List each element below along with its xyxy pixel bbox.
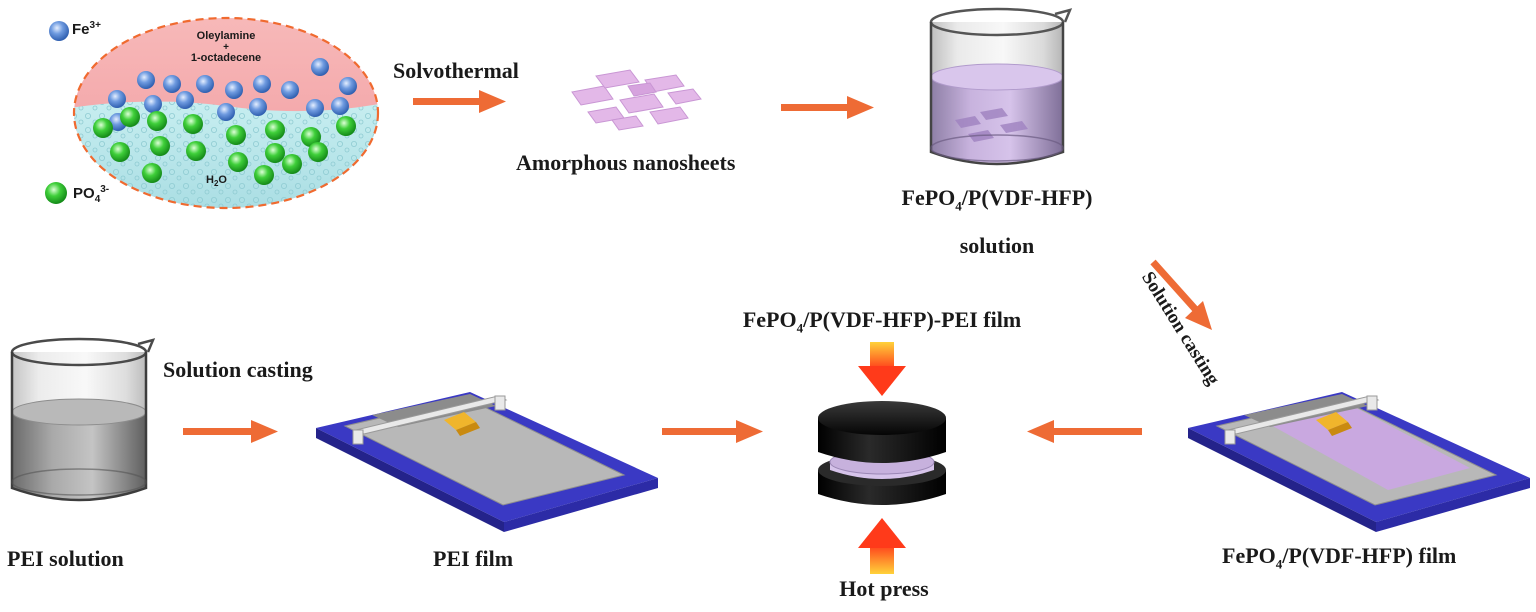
fe-ion-legend-icon bbox=[49, 21, 69, 41]
po-ion bbox=[308, 142, 328, 162]
po-ion bbox=[186, 141, 206, 161]
po-ion bbox=[301, 127, 321, 147]
hot-press bbox=[818, 401, 946, 505]
po-ion bbox=[226, 125, 246, 145]
po-ion bbox=[228, 152, 248, 172]
solvent-label-octadecene: 1-octadecene bbox=[190, 52, 262, 64]
step-hot-press: Hot press bbox=[839, 576, 929, 601]
fe-ion bbox=[144, 95, 162, 113]
po-ion bbox=[282, 154, 302, 174]
fe-ion bbox=[137, 71, 155, 89]
fe-ion bbox=[196, 75, 214, 93]
fe-ion bbox=[108, 90, 126, 108]
po-ion-legend-icon bbox=[45, 182, 67, 204]
press-arrow-up bbox=[858, 518, 906, 574]
fe-ion bbox=[281, 81, 299, 99]
fe-ion bbox=[339, 77, 357, 95]
fe-ion bbox=[311, 58, 329, 76]
step-amorphous-nanosheets: Amorphous nanosheets bbox=[516, 150, 736, 175]
fe-ion bbox=[225, 81, 243, 99]
step-solution-casting: Solution casting bbox=[163, 357, 313, 382]
fe-ion bbox=[249, 98, 267, 116]
fe-ion bbox=[217, 103, 235, 121]
press-arrow-down bbox=[858, 342, 906, 396]
arrow-to-beaker bbox=[781, 96, 874, 119]
po-ion bbox=[93, 118, 113, 138]
solvent-label-oleylamine: Oleylamine bbox=[196, 30, 256, 42]
step-composite-solution-line2: solution bbox=[959, 233, 1035, 258]
fe-ion bbox=[163, 75, 181, 93]
nanosheets bbox=[571, 69, 702, 131]
po-ion bbox=[147, 111, 167, 131]
step-composite-solution: FePO4/P(VDF-HFP) bbox=[901, 185, 1093, 214]
pei-solution-beaker bbox=[10, 337, 156, 502]
po-ion bbox=[120, 107, 140, 127]
po-ion-label: PO43- bbox=[73, 184, 110, 205]
arrow-pei-to-press bbox=[662, 420, 763, 443]
step-sandwich-film: FePO4/P(VDF-HFP)-PEI film bbox=[742, 307, 1022, 336]
arrow-solvothermal bbox=[413, 90, 506, 113]
step-composite-film: FePO4/P(VDF-HFP) film bbox=[1222, 543, 1457, 572]
fe-ion bbox=[331, 97, 349, 115]
po-ion bbox=[150, 136, 170, 156]
po-ion bbox=[110, 142, 130, 162]
solvent-label-water: H2O bbox=[206, 174, 227, 189]
fe-ion bbox=[306, 99, 324, 117]
solvent-label-plus: + bbox=[223, 42, 229, 53]
composite-solution-beaker bbox=[929, 7, 1073, 166]
step-pei-film: PEI film bbox=[433, 546, 514, 571]
arrow-pei-casting bbox=[183, 420, 278, 443]
po-ion bbox=[254, 165, 274, 185]
po-ion bbox=[183, 114, 203, 134]
po-ion bbox=[142, 163, 162, 183]
fe-ion-label: Fe3+ bbox=[72, 20, 101, 38]
arrow-composite-to-press bbox=[1027, 420, 1142, 443]
composite-film-coater bbox=[1188, 392, 1530, 532]
po-ion bbox=[336, 116, 356, 136]
step-solvothermal: Solvothermal bbox=[393, 58, 519, 83]
po-ion bbox=[265, 120, 285, 140]
po-ion bbox=[265, 143, 285, 163]
fe-ion bbox=[253, 75, 271, 93]
fe-ion bbox=[176, 91, 194, 109]
step-pei-solution: PEI solution bbox=[7, 546, 124, 571]
po-ion-cluster bbox=[93, 107, 356, 185]
pei-film-coater bbox=[316, 392, 658, 532]
arrow-diagonal-casting bbox=[1150, 259, 1212, 330]
fe-ion-cluster bbox=[108, 58, 357, 131]
